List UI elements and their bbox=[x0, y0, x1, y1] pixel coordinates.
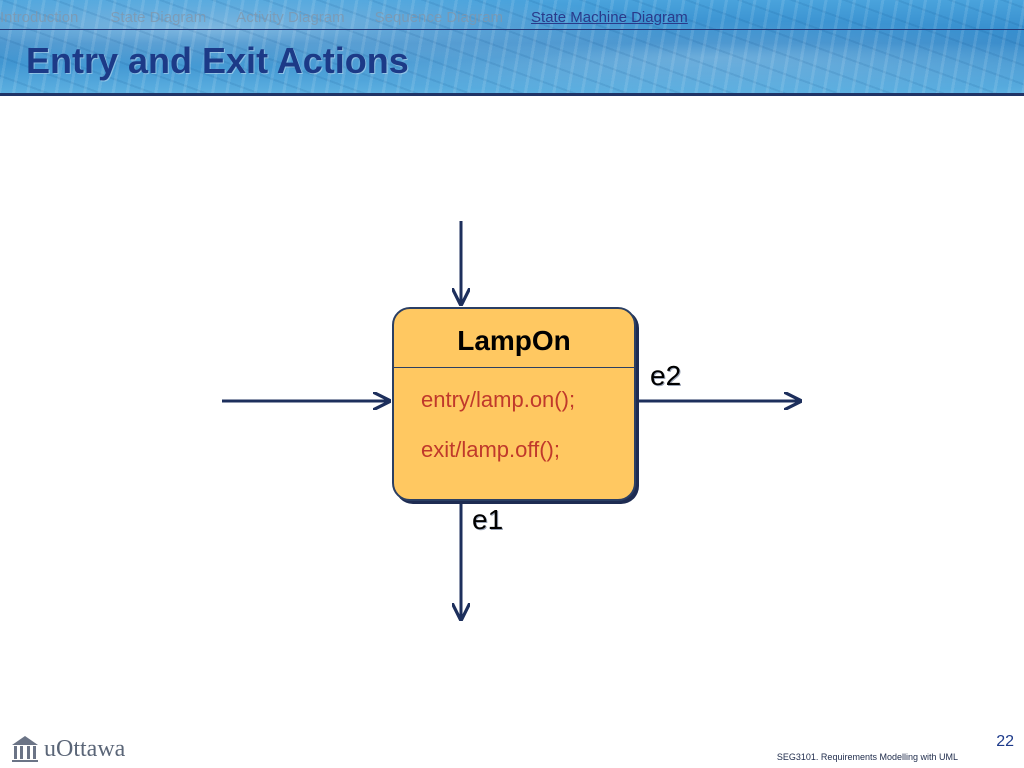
university-crest-icon bbox=[12, 736, 38, 762]
slide-header: Introduction State Diagram Activity Diag… bbox=[0, 0, 1024, 96]
section-nav: Introduction State Diagram Activity Diag… bbox=[0, 6, 688, 28]
diagram-arrows bbox=[222, 221, 1024, 716]
state-machine-diagram: LampOn entry/lamp.on(); exit/lamp.off();… bbox=[0, 96, 1024, 716]
state-lampon: LampOn entry/lamp.on(); exit/lamp.off(); bbox=[392, 307, 636, 501]
event-label-e2: e2 bbox=[650, 360, 682, 391]
logo-text: uOttawa bbox=[44, 735, 126, 762]
nav-divider bbox=[0, 29, 1024, 30]
nav-item-sequence-diagram[interactable]: Sequence Diagram bbox=[374, 8, 504, 26]
exit-action: exit/lamp.off(); bbox=[421, 437, 560, 462]
event-label-e1: e1 bbox=[472, 504, 504, 535]
header-divider bbox=[0, 93, 1024, 96]
nav-item-activity-diagram[interactable]: Activity Diagram bbox=[236, 8, 345, 26]
page-number: 22 bbox=[996, 733, 1014, 750]
entry-action: entry/lamp.on(); bbox=[421, 387, 576, 412]
nav-item-state-diagram[interactable]: State Diagram bbox=[110, 8, 207, 26]
state-name: LampOn bbox=[457, 325, 571, 356]
uottawa-logo: uOttawa bbox=[10, 734, 125, 764]
course-footer: SEG3101. Requirements Modelling with UML bbox=[776, 752, 958, 762]
state-divider bbox=[394, 367, 634, 368]
nav-item-introduction[interactable]: Introduction bbox=[0, 8, 79, 26]
nav-item-state-machine-diagram[interactable]: State Machine Diagram bbox=[531, 8, 688, 26]
slide-title: Entry and Exit Actions bbox=[26, 40, 409, 81]
